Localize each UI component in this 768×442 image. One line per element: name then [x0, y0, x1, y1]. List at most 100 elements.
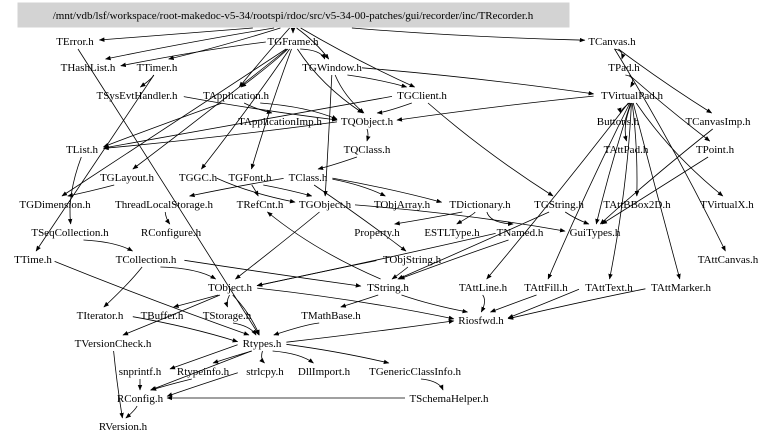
edge-tgwindow-to-tvirtualpad — [361, 67, 595, 96]
node-tvirtualpad[interactable]: TVirtualPad.h — [601, 90, 663, 102]
node-tcanvas[interactable]: TCanvas.h — [588, 36, 636, 48]
node-label: RConfig.h — [117, 393, 164, 405]
node-tstorage[interactable]: TStorage.h — [203, 310, 252, 322]
node-rconfig[interactable]: RConfig.h — [117, 393, 164, 405]
node-label: TApplicationImp.h — [238, 116, 322, 128]
node-estltype[interactable]: ESTLType.h — [424, 227, 480, 239]
node-tapplication[interactable]: TApplication.h — [203, 90, 270, 102]
node-tobjstring[interactable]: TObjString.h — [383, 254, 442, 266]
node-tstring[interactable]: TString.h — [367, 282, 409, 294]
node-ttimer[interactable]: TTimer.h — [137, 62, 178, 74]
node-rtypes[interactable]: Rtypes.h — [243, 338, 282, 350]
node-label: TGFont.h — [228, 172, 272, 184]
edge-tmathbase-to-rtypes — [273, 322, 320, 336]
node-tgwindow[interactable]: TGWindow.h — [302, 62, 362, 74]
node-tgdimension[interactable]: TGDimension.h — [19, 199, 91, 211]
node-tversioncheck[interactable]: TVersionCheck.h — [75, 338, 152, 350]
node-label: Rtypeinfo.h — [177, 366, 230, 378]
edge-tcollection-to-tstring — [184, 259, 362, 288]
node-tgenericclassinfo[interactable]: TGenericClassInfo.h — [369, 366, 461, 378]
node-snprintf[interactable]: snprintf.h — [119, 366, 162, 378]
node-threadlocalstorage[interactable]: ThreadLocalStorage.h — [115, 199, 214, 211]
edge-tattfill-to-riosfwd — [489, 294, 537, 313]
node-tattpad[interactable]: TAttPad.h — [604, 144, 649, 156]
edge-tqobject-to-tlist — [103, 121, 338, 151]
node-tgfont[interactable]: TGFont.h — [228, 172, 272, 184]
edge-tobjstring-to-tstring — [391, 266, 409, 280]
edges-layer — [35, 27, 726, 419]
node-tatttext[interactable]: TAttText.h — [585, 282, 633, 294]
node-label: TGFrame.h — [267, 36, 319, 48]
node-tgobject[interactable]: TGObject.h — [299, 199, 352, 211]
node-label: TVirtualPad.h — [601, 90, 663, 102]
node-tattfill[interactable]: TAttFill.h — [524, 282, 568, 294]
edge-tgclient-to-tgstring — [427, 102, 554, 197]
edge-tobject-to-riosfwd — [257, 287, 455, 321]
node-tmathbase[interactable]: TMathBase.h — [301, 310, 361, 322]
node-label: RConfigure.h — [141, 227, 202, 239]
node-buttons[interactable]: Buttons.h — [597, 116, 640, 128]
root-node[interactable]: /mnt/vdb/lsf/workspace/root-makedoc-v5-3… — [17, 2, 570, 28]
node-label: snprintf.h — [119, 366, 162, 378]
node-tpoint[interactable]: TPoint.h — [696, 144, 735, 156]
node-tlist[interactable]: TList.h — [66, 144, 99, 156]
edge-rtypes-to-strlcpy — [259, 350, 265, 364]
node-tobjarray[interactable]: TObjArray.h — [374, 199, 431, 211]
node-tnamed[interactable]: TNamed.h — [497, 227, 544, 239]
node-tseqcollection[interactable]: TSeqCollection.h — [31, 227, 109, 239]
node-riosfwd[interactable]: Riosfwd.h — [458, 315, 504, 327]
node-terror[interactable]: TError.h — [56, 36, 94, 48]
node-label: Buttons.h — [597, 116, 640, 128]
node-tschemahelper[interactable]: TSchemaHelper.h — [409, 393, 489, 405]
edge-tgfont-to-trefcnt — [251, 184, 259, 197]
node-rconfigure[interactable]: RConfigure.h — [141, 227, 202, 239]
node-label: TQObject.h — [341, 116, 394, 128]
node-tgframe[interactable]: TGFrame.h — [267, 36, 319, 48]
node-tbuffer[interactable]: TBuffer.h — [141, 310, 184, 322]
node-ttime[interactable]: TTime.h — [14, 254, 52, 266]
node-tggc[interactable]: TGGC.h — [179, 172, 218, 184]
node-tcollection[interactable]: TCollection.h — [116, 254, 177, 266]
edge-tgframe-to-tglayout — [132, 48, 288, 170]
node-rtypeinfo[interactable]: Rtypeinfo.h — [177, 366, 230, 378]
node-rversion[interactable]: RVersion.h — [99, 421, 148, 433]
node-guitypes[interactable]: GuiTypes.h — [570, 227, 621, 239]
edge-tvirtualpad-to-guitypes — [595, 102, 632, 225]
node-tattmarker[interactable]: TAttMarker.h — [651, 282, 711, 294]
node-trefcnt[interactable]: TRefCnt.h — [237, 199, 284, 211]
node-tattline[interactable]: TAttLine.h — [459, 282, 508, 294]
node-tgstring[interactable]: TGString.h — [534, 199, 584, 211]
node-tpad[interactable]: TPad.h — [608, 62, 640, 74]
node-property[interactable]: Property.h — [354, 227, 400, 239]
node-tvirtualx[interactable]: TVirtualX.h — [700, 199, 754, 211]
edge-tvirtualpad-to-tattmarker — [632, 102, 681, 280]
edge-tstring-to-riosfwd — [401, 294, 469, 314]
node-thashlist[interactable]: THashList.h — [61, 62, 116, 74]
node-titerator[interactable]: TIterator.h — [77, 310, 124, 322]
edge-tqobject-to-tqclass — [366, 128, 371, 142]
node-label: TGGC.h — [179, 172, 218, 184]
edge-tvirtualpad-to-tattline — [486, 102, 629, 280]
edge-tlist-to-tseqcollection — [67, 156, 82, 225]
node-tglayout[interactable]: TGLayout.h — [100, 172, 155, 184]
node-tcanvasimp[interactable]: TCanvasImp.h — [685, 116, 751, 128]
node-tclass[interactable]: TClass.h — [289, 172, 328, 184]
edge-tobject-to-tbuffer — [173, 294, 219, 308]
node-label: TIterator.h — [77, 310, 124, 322]
edge-tgenericclassinfo-to-tschemahelper — [420, 378, 444, 391]
node-tdictionary[interactable]: TDictionary.h — [449, 199, 511, 211]
node-tobject[interactable]: TObject.h — [208, 282, 253, 294]
edge-tcollection-to-titerator — [103, 266, 143, 308]
node-tsysevthandler[interactable]: TSysEvtHandler.h — [97, 90, 178, 102]
node-tattcanvas[interactable]: TAttCanvas.h — [698, 254, 759, 266]
node-label: TGDimension.h — [19, 199, 91, 211]
node-tattbbox2d[interactable]: TAttBBox2D.h — [603, 199, 671, 211]
edge-tclass-to-threadlocalstorage — [189, 178, 284, 198]
node-tgclient[interactable]: TGClient.h — [397, 90, 447, 102]
node-label: TObjString.h — [383, 254, 442, 266]
node-tqclass[interactable]: TQClass.h — [344, 144, 391, 156]
node-dllimport[interactable]: DllImport.h — [298, 366, 351, 378]
node-strlcpy[interactable]: strlcpy.h — [246, 366, 284, 378]
node-tapplicationimp[interactable]: TApplicationImp.h — [238, 116, 322, 128]
node-tqobject[interactable]: TQObject.h — [341, 116, 394, 128]
